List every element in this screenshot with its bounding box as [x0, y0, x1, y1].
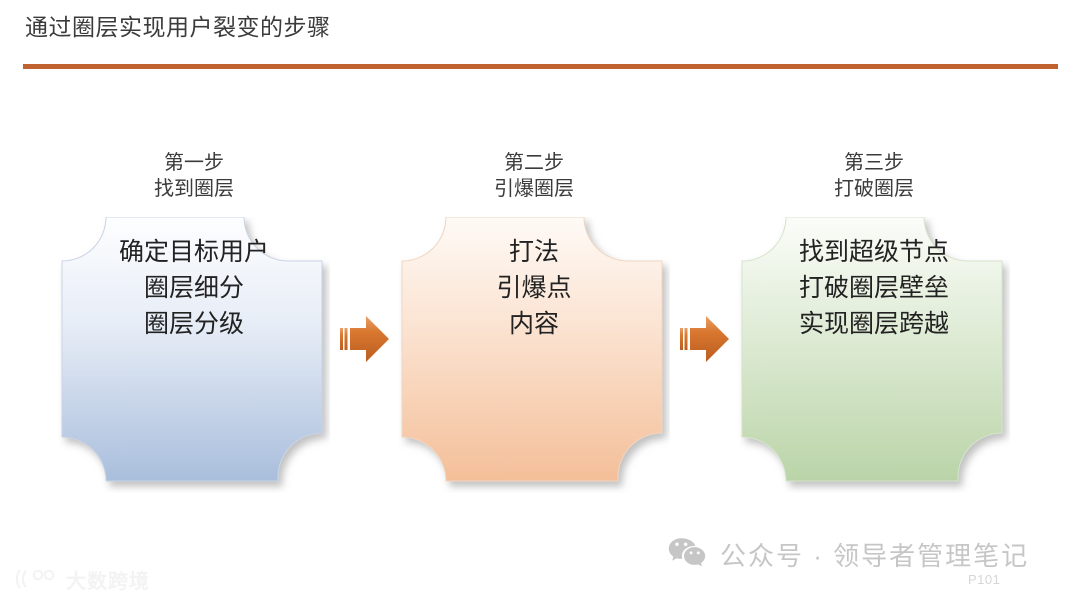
flow-step-2-header-line-1: 第二步: [504, 152, 564, 174]
flow-step-2-header-line-2: 引爆圈层: [494, 178, 574, 200]
flow-step-1[interactable]: 第一步 找到圈层 确定目标用户: [58, 150, 330, 493]
wechat-watermark: 公众号 · 领导者管理笔记: [668, 537, 1029, 574]
brand-watermark-text: 大数跨境: [66, 570, 150, 593]
arrow-step1-to-step2: [336, 312, 392, 366]
flow-diagram: 第一步 找到圈层 确定目标用户: [0, 150, 1080, 500]
page-number: P101: [968, 572, 1001, 587]
flow-step-3[interactable]: 第三步 打破圈层 找到超级节点 打破圈层壁垒: [738, 150, 1010, 493]
flow-step-3-header: 第三步 打破圈层: [738, 150, 1010, 210]
arrow-step2-to-step3: [676, 312, 732, 366]
dashu-logo-icon: [14, 566, 58, 597]
flow-step-2-shape[interactable]: [398, 217, 670, 493]
flow-step-1-shape[interactable]: [58, 217, 330, 493]
flow-step-1-header: 第一步 找到圈层: [58, 150, 330, 210]
flow-step-3-header-line-2: 打破圈层: [834, 178, 914, 200]
flow-step-3-shape[interactable]: [738, 217, 1010, 493]
wechat-icon: [668, 537, 706, 574]
flow-step-2-header: 第二步 引爆圈层: [398, 150, 670, 210]
wechat-watermark-text: 公众号 · 领导者管理笔记: [720, 540, 1030, 571]
flow-step-1-header-line-1: 第一步: [164, 152, 224, 174]
flow-step-1-header-line-2: 找到圈层: [154, 178, 234, 200]
page-title: 通过圈层实现用户裂变的步骤: [25, 14, 331, 40]
brand-watermark: 大数跨境: [14, 566, 150, 597]
flow-step-3-header-line-1: 第三步: [844, 152, 904, 174]
flow-step-2[interactable]: 第二步 引爆圈层 打法 引爆点 内容: [398, 150, 670, 493]
title-divider: [23, 64, 1058, 69]
